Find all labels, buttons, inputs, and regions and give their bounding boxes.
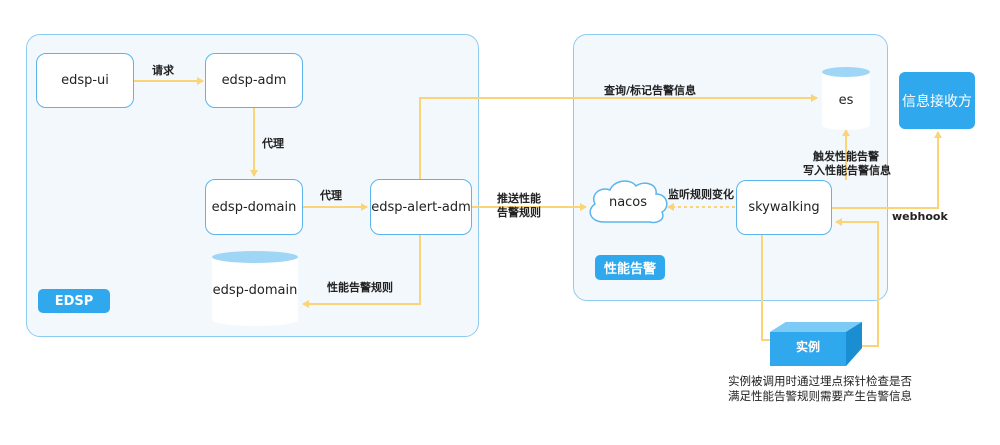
trigger-label-2: 写入性能告警信息 — [803, 164, 891, 177]
instance-note-line-1: 实例被调用时通过埋点探针检查是否 — [728, 374, 912, 388]
query-es-label: 查询/标记告警信息 — [604, 84, 697, 97]
nacos-label: nacos — [608, 195, 648, 210]
edsp-alert-adm-label: edsp-alert-adm — [371, 199, 471, 215]
request-label: 请求 — [152, 64, 174, 77]
perf-rules-label: 性能告警规则 — [327, 281, 393, 294]
edge-query-es — [419, 94, 818, 180]
edsp-tag: EDSP — [38, 289, 110, 313]
es-label: es — [838, 93, 854, 108]
webhook-label: webhook — [892, 210, 948, 223]
skywalking-label: skywalking — [748, 200, 820, 215]
instance-note-line-2: 满足性能告警规则需要产生告警信息 — [728, 389, 912, 403]
edsp-ui-label: edsp-ui — [61, 73, 109, 88]
push-rules-label-2: 告警规则 — [497, 206, 541, 219]
instance-label: 实例 — [795, 340, 820, 354]
perf-alert-tag: 性能告警 — [595, 255, 665, 280]
edsp-domain-db-label: edsp-domain — [212, 283, 298, 298]
edsp-domain-node[interactable]: edsp-domain — [205, 179, 303, 235]
trigger-label-1: 触发性能告警 — [813, 150, 879, 163]
edsp-ui-node[interactable]: edsp-ui — [36, 53, 134, 108]
edge-sky-instance — [761, 235, 784, 344]
edge-instance-sky — [835, 218, 879, 347]
edsp-alert-adm-node[interactable]: edsp-alert-adm — [370, 179, 472, 235]
proxy-right-label: 代理 — [320, 189, 342, 202]
edsp-adm-label: edsp-adm — [221, 73, 287, 88]
proxy-down-label: 代理 — [262, 137, 284, 150]
listen-label: 监听规则变化 — [668, 188, 734, 201]
receiver-label: 信息接收方 — [902, 93, 972, 110]
edsp-domain-label: edsp-domain — [211, 199, 297, 215]
push-rules-label-1: 推送性能 — [497, 192, 541, 205]
receiver-node[interactable]: 信息接收方 — [899, 72, 975, 129]
edge-perf-rules — [302, 235, 421, 308]
skywalking-node[interactable]: skywalking — [736, 180, 832, 235]
edsp-adm-node[interactable]: edsp-adm — [205, 53, 303, 108]
edge-webhook — [832, 131, 942, 209]
